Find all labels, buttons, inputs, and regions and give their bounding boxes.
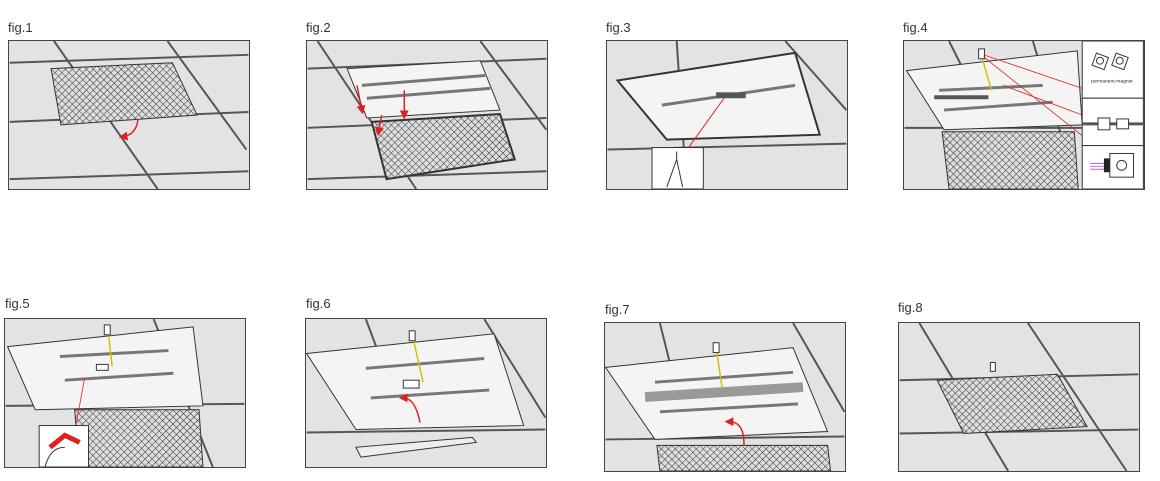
- fig-2-panel: [306, 40, 548, 190]
- fig-6-panel: [305, 318, 547, 468]
- fig-8-label: fig.8: [898, 300, 923, 315]
- fig-4-panel: permanent-magnet: [903, 40, 1145, 190]
- fig-1-panel: [8, 40, 250, 190]
- fig-7-label: fig.7: [605, 302, 630, 317]
- fig-3-panel: [606, 40, 848, 190]
- permanent-magnet-label: permanent-magnet: [1091, 78, 1133, 84]
- fig-2-label: fig.2: [306, 20, 331, 35]
- fig-8-panel: [898, 322, 1140, 472]
- fig-4-label: fig.4: [903, 20, 928, 35]
- fig-5-label: fig.5: [5, 296, 30, 311]
- fig-6-label: fig.6: [306, 296, 331, 311]
- fig-3-label: fig.3: [606, 20, 631, 35]
- fig-7-panel: [604, 322, 846, 472]
- fig-1-label: fig.1: [8, 20, 33, 35]
- fig-5-panel: [4, 318, 246, 468]
